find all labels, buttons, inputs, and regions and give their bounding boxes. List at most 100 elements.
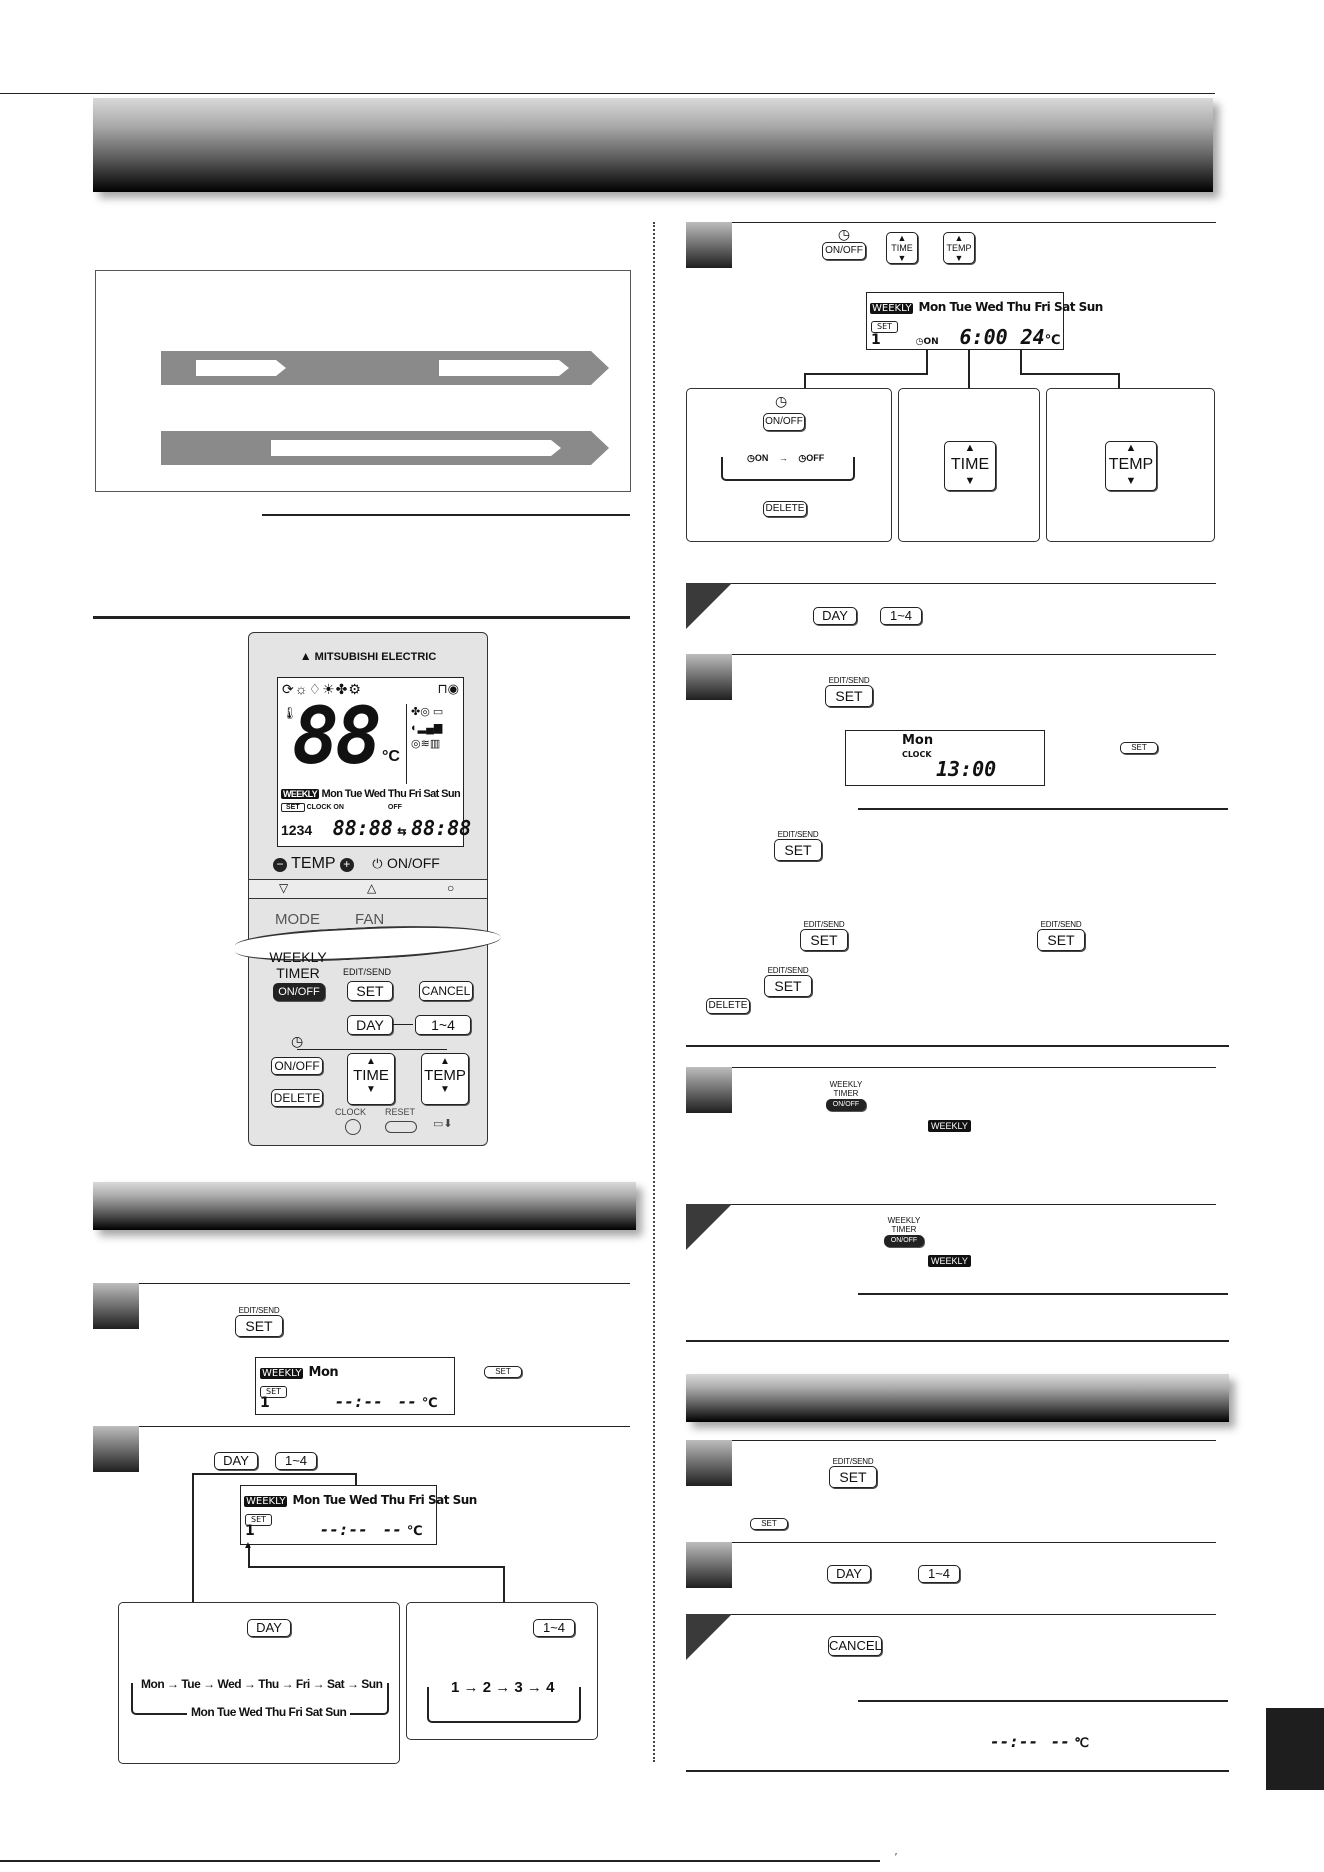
step-set-key: EDIT/SEND SET — [235, 1306, 283, 1337]
right-section-header — [686, 1374, 1229, 1422]
weekly-onoff-key: ON/OFF — [884, 1235, 924, 1247]
lcd-on: ON — [923, 337, 939, 347]
lcd-time: --:-- — [319, 1520, 368, 1539]
time-key-large: ▲ TIME ▼ — [944, 441, 996, 491]
day-key: DAY — [827, 1565, 871, 1583]
set-key-label: SET — [235, 1315, 283, 1337]
inline-set-key: EDIT/SEND SET — [1037, 920, 1085, 951]
on-off-toggle: ◷ON → ◷OFF — [747, 453, 824, 464]
number-cycle-box: 1~4 1 → 2 → 3 → 4 — [406, 1602, 598, 1740]
connector-line — [192, 1473, 194, 1609]
num-seq-4: 4 — [546, 1679, 555, 1696]
lcd-row3: 1 --:-- -- ℃ — [260, 1392, 438, 1411]
lcd-temp: -- — [382, 1520, 402, 1539]
remote-temp-button[interactable]: ▲ TEMP ▼ — [421, 1053, 469, 1105]
connector-line — [248, 1566, 504, 1568]
one-four-key: 1~4 — [275, 1452, 317, 1470]
day-seq-fri: Fri — [295, 1677, 310, 1691]
step-rule — [93, 1426, 630, 1427]
remote-time-button[interactable]: ▲ TIME ▼ — [347, 1053, 395, 1105]
remote-temp-label: TEMP — [291, 855, 336, 872]
weekly-onoff-button[interactable]: ON/OFF — [273, 983, 325, 1001]
set-key-label: SET — [774, 839, 822, 861]
day-seq-wed: Wed — [217, 1677, 242, 1691]
subheading-underline — [858, 1293, 1228, 1295]
edit-send-label: EDIT/SEND — [1040, 920, 1082, 929]
lcd-display-timer: WEEKLY Mon Tue Wed Thu Fri Sat Sun SET 1… — [866, 292, 1103, 350]
page-tab — [1266, 1708, 1324, 1790]
step-rule — [686, 1204, 1216, 1205]
plus-icon[interactable]: + — [339, 858, 354, 872]
day-key: DAY — [247, 1619, 291, 1637]
connector-line — [248, 1545, 250, 1567]
connector-line — [804, 373, 928, 375]
onoff-button[interactable]: ○ — [447, 881, 455, 895]
section-rule — [686, 1770, 1229, 1772]
remote-lcd-temp: 88 — [292, 692, 382, 782]
step-set-key: EDIT/SEND SET — [829, 1457, 877, 1488]
step-tab — [686, 1067, 732, 1113]
remote-cancel-button[interactable]: CANCEL — [419, 981, 473, 1001]
lcd-set: SET — [260, 1386, 288, 1398]
arrow-icon: ⇆ — [397, 826, 407, 838]
remote-lcd-row3: 1234 88:88 ⇆ 88:88 — [281, 816, 471, 840]
connector-line — [926, 350, 928, 374]
remote-main-buttons: ▽ △ ○ — [249, 879, 487, 899]
edit-send-label: EDIT/SEND — [777, 830, 819, 839]
remote-clock-button[interactable] — [345, 1119, 361, 1135]
lcd-days: Mon Tue Wed Thu Fri Sat Sun — [292, 1493, 478, 1507]
toggle-arrow: → — [778, 453, 788, 463]
schedule-inner-arrow — [196, 360, 286, 376]
remote-brand: MITSUBISHI ELECTRIC — [314, 651, 437, 663]
remote-lcd-time2: 88:88 — [410, 816, 472, 840]
set-key-label: SET — [800, 929, 848, 951]
schedule-inner-arrow — [271, 440, 561, 456]
remote-delete-button[interactable]: DELETE — [271, 1089, 323, 1107]
remote-clock-label: CLOCK — [335, 1107, 367, 1117]
lcd-set: SET — [871, 321, 899, 333]
day-seq-sat: Sat — [326, 1677, 345, 1691]
remote-lcd-weekly: WEEKLY — [281, 789, 320, 799]
schedule-band-2 — [161, 431, 609, 465]
step-tab — [686, 1440, 732, 1486]
page-header-bar — [93, 98, 1213, 192]
step-rule — [93, 1283, 630, 1284]
temp-down-button[interactable]: ▽ — [279, 881, 289, 895]
edit-send-label: EDIT/SEND — [803, 920, 845, 929]
section-rule — [686, 1340, 1229, 1342]
lcd-days: Mon Tue Wed Thu Fri Sat Sun — [918, 300, 1104, 314]
temp-key-large: ▲ TEMP ▼ — [1105, 441, 1157, 491]
connector-line — [1118, 373, 1120, 389]
subheading-underline — [858, 808, 1228, 810]
step-rule — [686, 1542, 1216, 1543]
remote-day-button[interactable]: DAY — [347, 1015, 393, 1035]
inline-set-key: EDIT/SEND SET — [800, 920, 848, 951]
top-rule — [0, 93, 1215, 94]
lcd-set-temp: 24 — [1020, 325, 1045, 349]
schedule-inner-arrow — [439, 360, 569, 376]
onoff-explain-box: ◷ ON/OFF ◷ON → ◷OFF DELETE — [686, 388, 892, 542]
minus-icon[interactable]: − — [273, 858, 287, 872]
inline-set-key: EDIT/SEND SET — [774, 830, 822, 861]
section-rule — [93, 616, 630, 619]
num-seq-2: 2 — [482, 1679, 492, 1696]
day-seq-tue: Tue — [181, 1677, 201, 1691]
off-clock-icon: ◷ — [798, 453, 807, 463]
up-arrow-icon: ▲ — [366, 1056, 376, 1067]
remote-set-button[interactable]: SET — [347, 981, 393, 1001]
temp-key-large-label: TEMP — [1108, 456, 1154, 473]
time-key: ▲TIME▼ — [886, 232, 918, 264]
schedule-band-1 — [161, 351, 609, 385]
remote-1-4-button[interactable]: 1~4 — [415, 1015, 471, 1035]
lcd-weekly: WEEKLY — [244, 1496, 288, 1507]
weekly-timer-key: WEEKLY TIMER ON/OFF — [884, 1216, 924, 1247]
lcd-set: SET — [245, 1514, 273, 1526]
connector-line — [192, 1473, 356, 1475]
number-sequence: 1 → 2 → 3 → 4 — [451, 1679, 555, 1696]
connector-line — [1020, 373, 1120, 375]
remote-reset-button[interactable] — [385, 1121, 417, 1133]
remote-lcd-days: Mon Tue Wed Thu Fri Sat Sun — [321, 788, 461, 800]
remote-timer-onoff-button[interactable]: ON/OFF — [271, 1057, 323, 1075]
timer-key-group: ◷ ON/OFF — [822, 226, 866, 260]
temp-up-button[interactable]: △ — [367, 881, 377, 895]
